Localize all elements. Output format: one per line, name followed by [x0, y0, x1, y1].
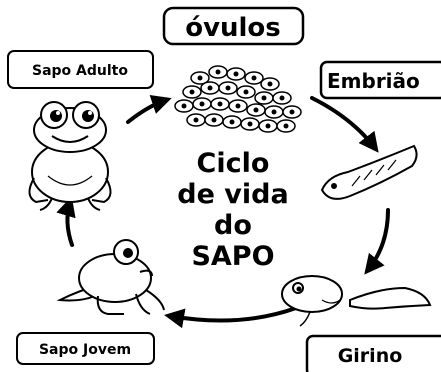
embryo-illustration	[320, 144, 418, 200]
sapo-jovem-text: Sapo Jovem	[39, 342, 131, 358]
arrow-young-to-adult	[56, 196, 76, 247]
center-line-2: de vida	[177, 179, 288, 210]
label-sapo-jovem: Sapo Jovem	[16, 332, 155, 365]
sapo-adulto-text: Sapo Adulto	[32, 63, 128, 79]
adult-frog-illustration	[28, 101, 112, 211]
label-sapo-adulto: Sapo Adulto	[7, 50, 154, 89]
center-line-1: Ciclo	[197, 148, 270, 179]
arrow-eggs-to-embryo	[310, 96, 379, 153]
embriao-text: Embrião	[327, 69, 420, 93]
center-line-4: SAPO	[191, 241, 274, 272]
girino-text: Girino	[338, 345, 403, 367]
egg-nuclei	[181, 69, 295, 129]
label-ovulos: óvulos	[162, 6, 305, 46]
arrow-embryo-to-tadpole	[364, 208, 390, 275]
label-embriao: Embrião	[319, 60, 441, 100]
center-title: Ciclo de vida do SAPO	[177, 148, 288, 272]
young-frog-illustration	[56, 239, 165, 315]
label-girino: Girino	[305, 334, 441, 372]
ovulos-text: óvulos	[185, 13, 281, 43]
eggs-illustration	[174, 65, 302, 133]
arrow-adult-to-eggs	[126, 94, 172, 124]
center-line-3: do	[214, 210, 252, 241]
arrow-tadpole-to-young	[164, 306, 298, 329]
tadpole-illustration	[281, 275, 432, 327]
